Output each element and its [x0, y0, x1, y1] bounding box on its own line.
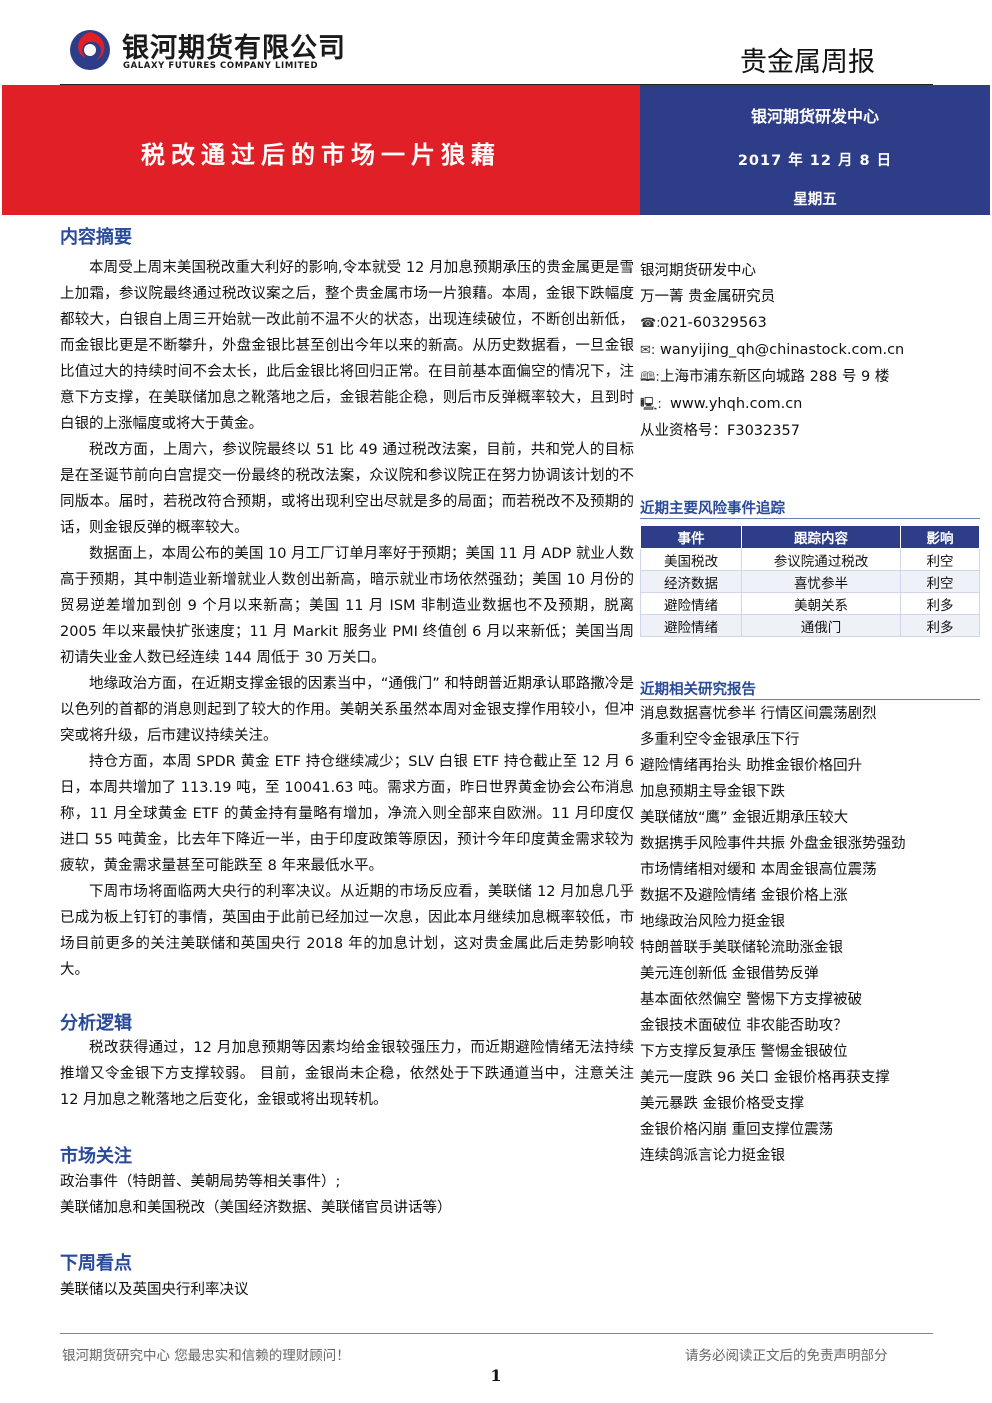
summary-heading: 内容摘要	[60, 227, 132, 248]
info-banner	[640, 85, 990, 215]
report-type: 贵金属周报	[740, 47, 875, 78]
table-row: 避险情绪 美朝关系 利多	[640, 592, 980, 615]
page-number: 1	[490, 1366, 502, 1385]
report-link[interactable]: 特朗普联手美联储轮流助涨金银	[640, 940, 843, 956]
report-link[interactable]: 地缘政治风险力挺金银	[640, 914, 785, 930]
email-icon: ✉:	[640, 343, 656, 358]
computer-icon: 🖳:	[640, 397, 662, 412]
summary-paragraph: 本周受上周末美国税改重大利好的影响,令本就受 12 月加息预期承压的贵金属更是雪…	[60, 260, 634, 432]
risk-heading-rule	[640, 518, 980, 519]
contact-address: 上海市浦东新区向城路 288 号 9 楼	[660, 369, 890, 385]
summary-paragraph: 税改方面，上周六，参议院最终以 51 比 49 通过税改法案，目前，共和党人的目…	[60, 442, 634, 536]
risk-event: 经济数据	[640, 570, 742, 593]
summary-paragraph: 持仓方面，本周 SPDR 黄金 ETF 持仓继续减少；SLV 白银 ETF 持仓…	[60, 754, 634, 874]
logic-heading: 分析逻辑	[60, 1013, 132, 1034]
risk-impact: 利多	[900, 614, 980, 637]
summary-body: 本周受上周末美国税改重大利好的影响,令本就受 12 月加息预期承压的贵金属更是雪…	[60, 255, 634, 983]
report-link[interactable]: 美元一度跌 96 关口 金银价格再获支撑	[640, 1070, 890, 1086]
risk-tracking: 喜忧参半	[741, 570, 901, 593]
contact-address-row: 🕮:上海市浦东新区向城路 288 号 9 楼	[640, 364, 904, 391]
related-reports-rule	[640, 699, 980, 700]
contact-website[interactable]: www.yhqh.com.cn	[670, 396, 803, 412]
contact-license: 从业资格号：F3032357	[640, 423, 800, 439]
report-link[interactable]: 加息预期主导金银下跌	[640, 784, 785, 800]
next-week-heading: 下周看点	[60, 1253, 132, 1274]
phone-icon: ☎:	[640, 316, 661, 331]
column-header: 影响	[900, 525, 980, 549]
logic-paragraph: 税改获得通过，12 月加息预期等因素均给金银较强压力，而近期避险情绪无法持续推增…	[60, 1040, 634, 1108]
report-link[interactable]: 消息数据喜忧参半 行情区间震荡剧烈	[640, 706, 877, 722]
next-week-text: 美联储以及英国央行利率决议	[60, 1282, 249, 1298]
footer-slogan: 银河期货研究中心 您最忠实和信赖的理财顾问！	[62, 1348, 350, 1364]
table-row: 美国税改 参议院通过税改 利空	[640, 548, 980, 571]
report-link[interactable]: 下方支撑反复承压 警惕金银破位	[640, 1044, 848, 1060]
report-link[interactable]: 数据不及避险情绪 金银价格上涨	[640, 888, 848, 904]
focus-heading: 市场关注	[60, 1146, 132, 1167]
contact-block: 银河期货研发中心 万一菁 贵金属研究员 ☎:021-60329563 ✉: wan…	[640, 258, 904, 444]
company-name-cn: 银河期货有限公司	[122, 33, 346, 64]
company-name-en: GALAXY FUTURES COMPANY LIMITED	[123, 61, 319, 71]
risk-tracking: 参议院通过税改	[741, 548, 901, 571]
contact-analyst: 万一菁 贵金属研究员	[640, 289, 776, 305]
risk-impact: 利空	[900, 570, 980, 593]
focus-item: 政治事件（特朗普、美朝局势等相关事件）;	[60, 1174, 341, 1190]
report-link[interactable]: 连续鸽派言论力挺金银	[640, 1148, 785, 1164]
report-link[interactable]: 美元暴跌 金银价格受支撑	[640, 1096, 805, 1112]
report-link[interactable]: 多重利空令金银承压下行	[640, 732, 800, 748]
column-header: 跟踪内容	[741, 525, 901, 549]
header-divider	[60, 84, 933, 85]
research-center: 银河期货研发中心	[750, 107, 879, 126]
risk-event: 美国税改	[640, 548, 742, 571]
risk-event: 避险情绪	[640, 614, 742, 637]
address-book-icon: 🕮:	[640, 370, 660, 385]
risk-impact: 利空	[900, 548, 980, 571]
contact-phone-row: ☎:021-60329563	[640, 310, 904, 337]
report-link[interactable]: 金银价格闪崩 重回支撑位震荡	[640, 1122, 834, 1138]
risk-tracking: 美朝关系	[741, 592, 901, 615]
column-header: 事件	[640, 525, 742, 549]
report-link[interactable]: 美元连创新低 金银借势反弹	[640, 966, 819, 982]
risk-table-header: 事件 跟踪内容 影响	[640, 525, 980, 549]
footer-divider	[60, 1333, 933, 1334]
contact-website-row: 🖳: www.yhqh.com.cn	[640, 391, 904, 418]
report-link[interactable]: 避险情绪再抬头 助推金银价格回升	[640, 758, 863, 774]
report-link[interactable]: 数据携手风险事件共振 外盘金银涨势强劲	[640, 836, 906, 852]
contact-center: 银河期货研发中心	[640, 263, 756, 279]
report-date: 2017 年 12 月 8 日	[737, 153, 893, 169]
report-weekday: 星期五	[793, 192, 837, 208]
risk-impact: 利多	[900, 592, 980, 615]
footer-disclaimer-note: 请务必阅读正文后的免责声明部分	[685, 1348, 888, 1364]
report-link[interactable]: 基本面依然偏空 警惕下方支撑被破	[640, 992, 863, 1008]
risk-table: 事件 跟踪内容 影响 美国税改 参议院通过税改 利空 经济数据 喜忧参半 利空 …	[640, 525, 980, 637]
related-reports-list: 消息数据喜忧参半 行情区间震荡剧烈 多重利空令金银承压下行 避险情绪再抬头 助推…	[640, 701, 906, 1169]
related-reports-heading: 近期相关研究报告	[640, 682, 756, 698]
title-banner	[2, 85, 640, 215]
report-link[interactable]: 市场情绪相对缓和 本周金银高位震荡	[640, 862, 877, 878]
report-title: 税改通过后的市场一片狼藉	[141, 141, 501, 169]
report-link[interactable]: 美联储放“鹰” 金银近期承压较大	[640, 810, 849, 826]
contact-email-row: ✉: wanyijing_qh@chinastock.com.cn	[640, 337, 904, 364]
risk-event: 避险情绪	[640, 592, 742, 615]
focus-item: 美联储加息和美国税改（美国经济数据、美联储官员讲话等）	[60, 1200, 452, 1216]
summary-paragraph: 数据面上，本周公布的美国 10 月工厂订单月率好于预期；美国 11 月 ADP …	[60, 546, 634, 666]
logic-body: 税改获得通过，12 月加息预期等因素均给金银较强压力，而近期避险情绪无法持续推增…	[60, 1035, 634, 1113]
summary-paragraph: 地缘政治方面，在近期支撑金银的因素当中，“通俄门” 和特朗普近期承认耶路撒冷是以…	[60, 676, 634, 744]
risk-tracking: 通俄门	[741, 614, 901, 637]
table-row: 避险情绪 通俄门 利多	[640, 614, 980, 637]
risk-heading: 近期主要风险事件追踪	[640, 501, 785, 517]
contact-email[interactable]: wanyijing_qh@chinastock.com.cn	[660, 342, 905, 358]
table-row: 经济数据 喜忧参半 利空	[640, 570, 980, 593]
summary-paragraph: 下周市场将面临两大央行的利率决议。从近期的市场反应看，美联储 12 月加息几乎已…	[60, 884, 634, 978]
galaxy-logo-icon	[70, 30, 110, 70]
report-link[interactable]: 金银技术面破位 非农能否助攻？	[640, 1018, 848, 1034]
contact-phone: 021-60329563	[660, 315, 767, 331]
